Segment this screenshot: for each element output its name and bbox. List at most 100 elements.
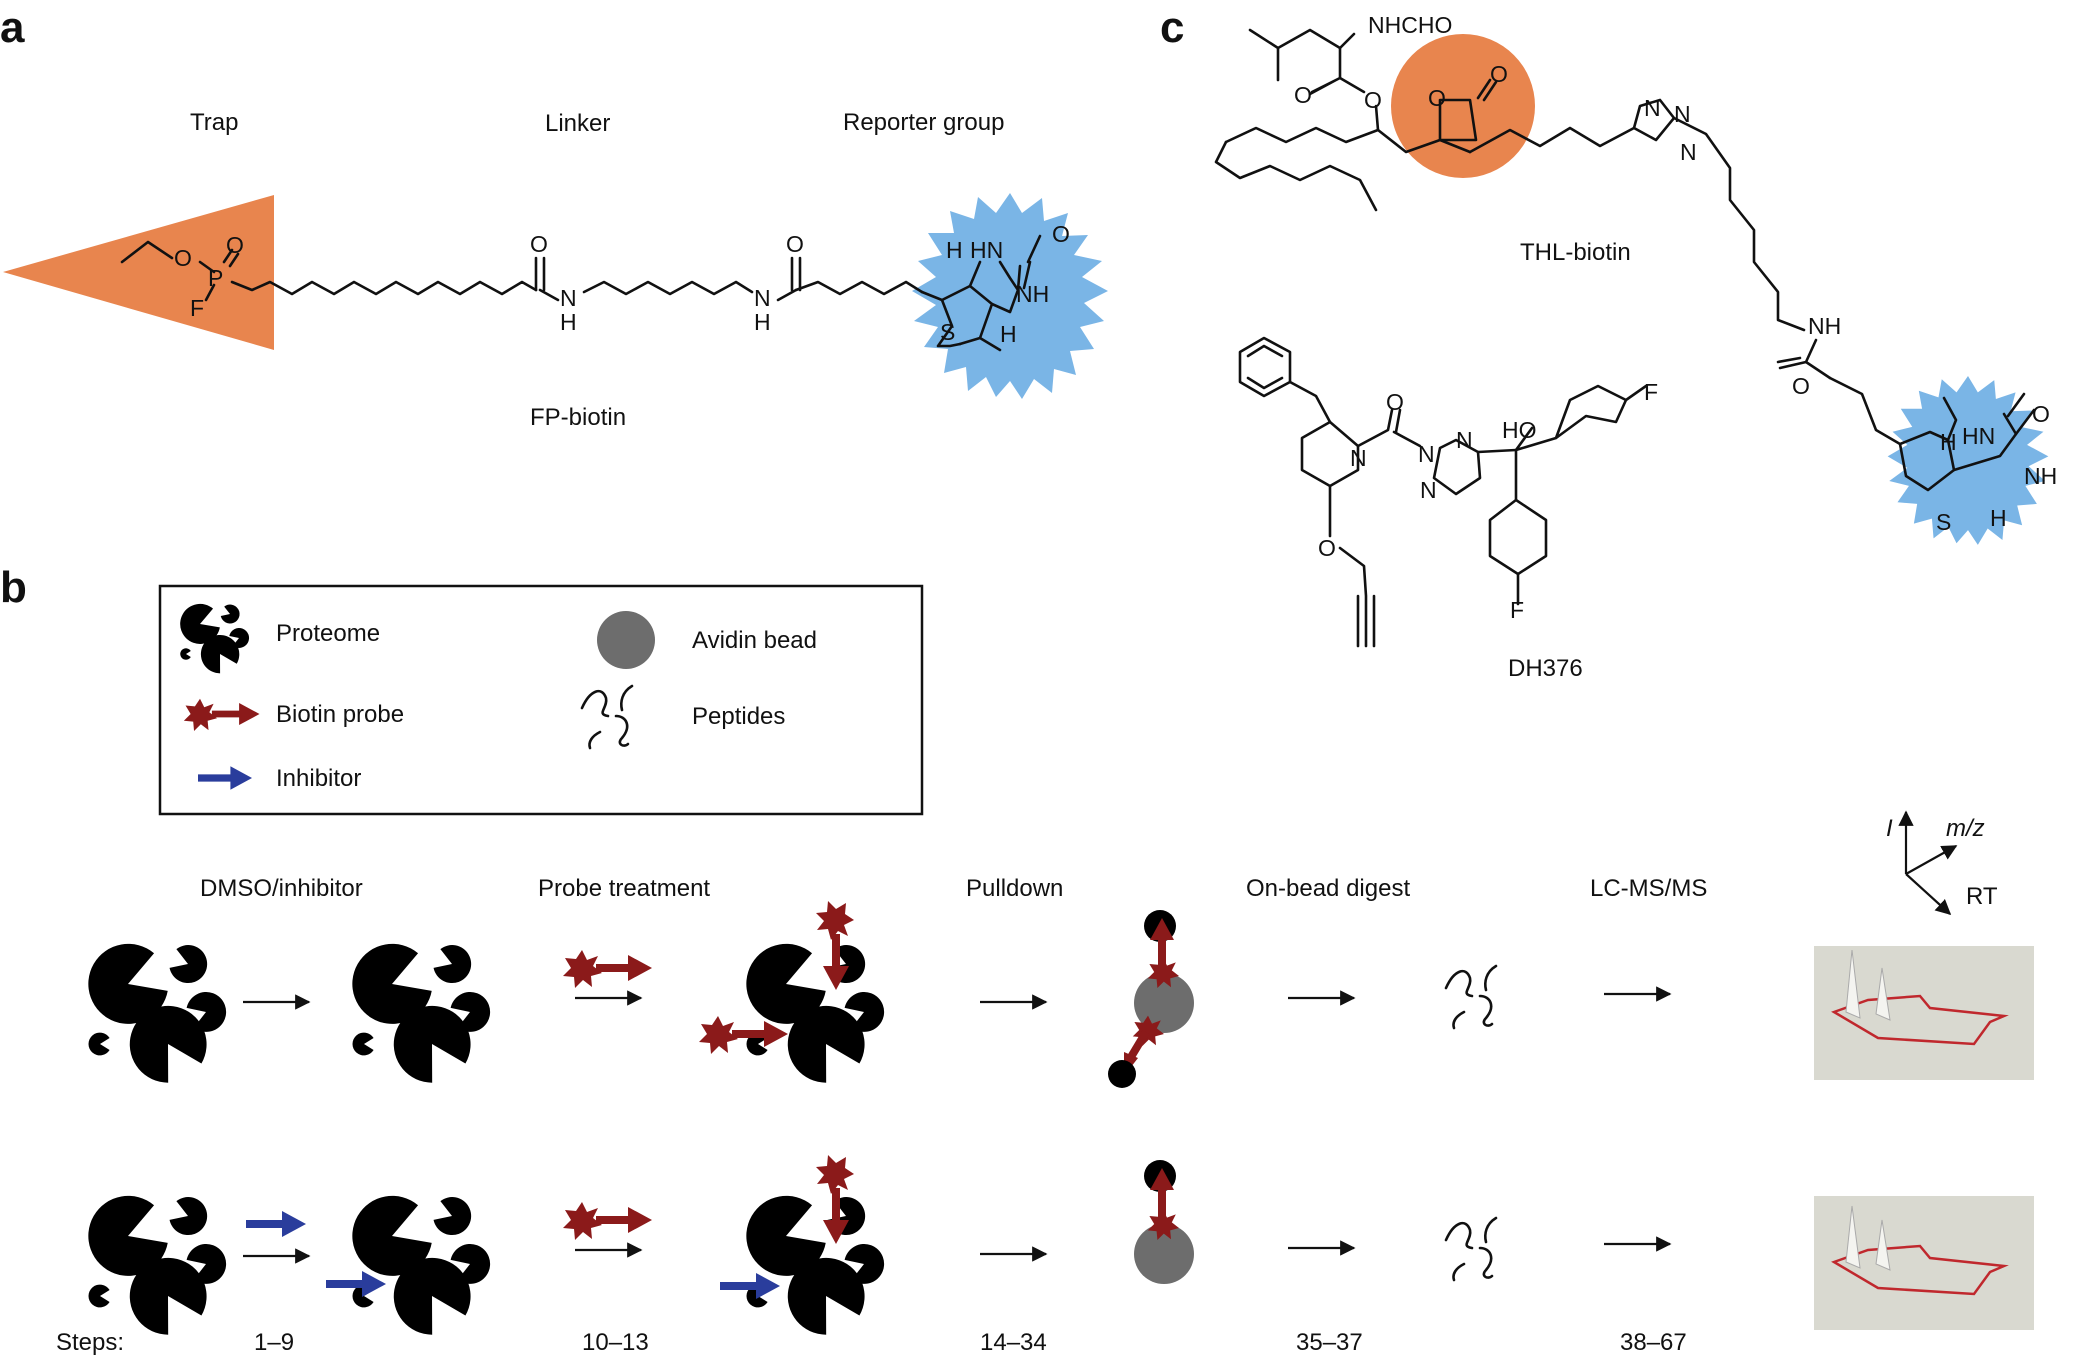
dh376-skeleton: [1238, 336, 1648, 648]
proteome-1a: [77, 934, 232, 1092]
atom-o-double: O: [226, 232, 244, 258]
atom-triazole-n3: N: [1680, 139, 1697, 165]
atom-h-bottom-c: H: [1990, 505, 2007, 531]
panel-letter-a: a: [0, 3, 25, 52]
trap-triangle: [3, 195, 274, 350]
panel-letter-c: c: [1160, 3, 1184, 52]
steps-1: 1–9: [254, 1329, 294, 1356]
axis-intensity-label: I: [1886, 815, 1893, 842]
stage-lc-ms-ms: LC-MS/MS: [1590, 875, 1707, 902]
atom-o-ester-1: O: [1294, 82, 1312, 108]
reporter-starburst-c: [1887, 376, 2049, 545]
probe-arrow-1: [563, 950, 652, 988]
reporter-starburst-a: [912, 193, 1108, 399]
atom-o-lactone-2: O: [1490, 61, 1508, 87]
heading-linker: Linker: [545, 110, 610, 137]
atom-o-urea-c: O: [2032, 401, 2050, 427]
legend-peptides-label: Peptides: [692, 703, 785, 730]
atom-ho: HO: [1502, 417, 1537, 443]
atom-o-amide: O: [1792, 373, 1810, 399]
atom-n-piperidine: N: [1350, 445, 1367, 471]
heading-trap: Trap: [190, 109, 238, 136]
pulldown-1: [1108, 910, 1194, 1088]
atom-o-amide-2: O: [786, 231, 804, 257]
proteome-2b: [341, 1186, 496, 1344]
peptides-2: [1444, 1216, 1498, 1282]
steps-2: 10–13: [582, 1329, 649, 1356]
peptides-icon: [580, 684, 634, 750]
atom-o-urea: O: [1052, 221, 1070, 247]
fp-biotin-skeleton: [120, 240, 1032, 352]
avidin-bead-icon: [597, 611, 655, 669]
steps-label: Steps:: [56, 1329, 124, 1356]
stage-pulldown: Pulldown: [966, 875, 1063, 902]
panel-a: Trap Linker Reporter group: [3, 109, 1108, 431]
axis-rt-label: RT: [1966, 883, 1998, 910]
proteome-2c: [735, 1186, 890, 1344]
pulldown-2: [1134, 1160, 1194, 1284]
atom-n-1: N: [560, 285, 577, 311]
heading-reporter: Reporter group: [843, 109, 1004, 136]
row-control: [77, 901, 2034, 1092]
atom-o-carbamate: O: [1386, 389, 1404, 415]
atom-p: P: [208, 265, 223, 291]
thl-biotin-skeleton: [1214, 28, 2036, 492]
atom-h-top: H: [946, 237, 963, 263]
caption-dh376: DH376: [1508, 655, 1583, 682]
atom-nh-c: NH: [2024, 463, 2057, 489]
row-inhibitor: [77, 1155, 2034, 1344]
caption-thl-biotin: THL-biotin: [1520, 239, 1631, 266]
atom-hn: HN: [970, 237, 1003, 263]
legend-avidin-bead-label: Avidin bead: [692, 627, 817, 654]
ms-axes-icon: I m/z RT: [1886, 810, 1998, 916]
urea-carbonyl: [1026, 234, 1042, 264]
atom-h-bottom: H: [1000, 321, 1017, 347]
inhibitor-icon: [198, 766, 252, 789]
workflow: DMSO/inhibitor Probe treatment Pulldown …: [56, 810, 2034, 1356]
atom-f-2: F: [1510, 597, 1524, 623]
probe-arrow-2: [563, 1202, 652, 1240]
atom-o-ether: O: [1318, 535, 1336, 561]
steps-3: 14–34: [980, 1329, 1047, 1356]
atom-triazole-n1: N: [1644, 95, 1661, 121]
caption-fp-biotin: FP-biotin: [530, 404, 626, 431]
legend-proteome-label: Proteome: [276, 620, 380, 647]
atom-o-amide-1: O: [530, 231, 548, 257]
proteome-1c: [735, 934, 890, 1092]
atom-s: S: [940, 319, 955, 345]
legend-inhibitor-label: Inhibitor: [276, 765, 361, 792]
atom-n-triazole-2: N: [1456, 427, 1473, 453]
atom-h-1: H: [560, 309, 577, 335]
peptides-1: [1444, 964, 1498, 1030]
atom-n-triazole-3: N: [1420, 477, 1437, 503]
proteome-2a: [77, 1186, 232, 1344]
atom-f-1: F: [1644, 379, 1658, 405]
proteome-1b: [341, 934, 496, 1092]
biotin-probe-icon: [184, 699, 260, 731]
atom-n-2: N: [754, 285, 771, 311]
atom-o-ester-2: O: [1364, 87, 1382, 113]
atom-h-top-c: H: [1940, 429, 1957, 455]
legend-biotin-probe-label: Biotin probe: [276, 701, 404, 728]
atom-s-c: S: [1936, 509, 1951, 535]
atom-nhcho: NHCHO: [1368, 12, 1452, 38]
panel-letter-b: b: [0, 563, 27, 612]
stage-probe-treatment: Probe treatment: [538, 875, 710, 902]
atom-n-triazole-1: N: [1418, 441, 1435, 467]
atom-o-lactone-1: O: [1428, 85, 1446, 111]
atom-h-2: H: [754, 309, 771, 335]
steps-4: 35–37: [1296, 1329, 1363, 1356]
stage-on-bead-digest: On-bead digest: [1246, 875, 1410, 902]
ms-spectrum-2: [1814, 1196, 2034, 1330]
proteome-icon: [175, 599, 252, 678]
atom-nh: NH: [1016, 281, 1049, 307]
inhibitor-arrow-2a: [246, 1211, 306, 1237]
axis-mz-label: m/z: [1946, 815, 1985, 842]
legend: Proteome Biotin probe Inhibitor Avidin b…: [158, 584, 924, 816]
panel-c: NHCHO O O O O N N N NH O HN O NH H H S T…: [1214, 12, 2057, 682]
steps-5: 38–67: [1620, 1329, 1687, 1356]
atom-triazole-n2: N: [1674, 101, 1691, 127]
lactone-highlight: [1391, 34, 1535, 178]
atom-hn-c: HN: [1962, 423, 1995, 449]
